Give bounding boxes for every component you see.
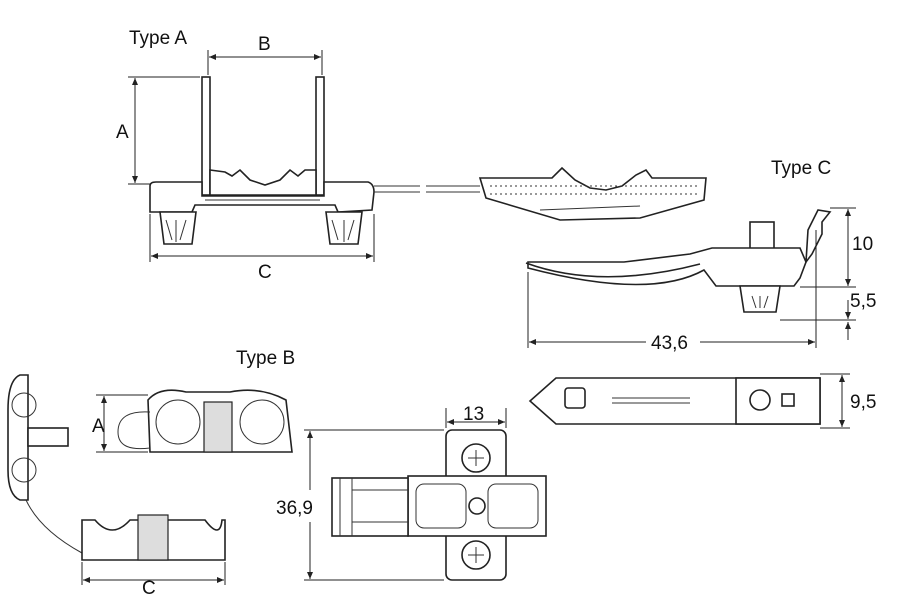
type-c-clip-drawing [525,207,856,429]
type-c-dim-width: 9,5 [850,392,876,413]
type-c-dim-pin: 5,5 [850,291,876,312]
type-a-clip-drawing [128,50,707,262]
type-c-title: Type C [771,158,831,179]
type-b-clip-drawing [7,374,547,585]
type-a-title: Type A [129,28,187,49]
type-a-dim-c: C [258,262,272,283]
type-a-dim-a: A [116,122,129,143]
type-c-dim-length: 43,6 [651,333,688,354]
type-b-dim-a: A [92,416,105,437]
type-b-title: Type B [236,348,295,369]
type-c-dim-height: 10 [852,234,873,255]
type-b-dim-c: C [142,578,156,599]
type-a-dim-b: B [258,34,271,55]
type-b-dim-height: 36,9 [276,498,313,519]
type-b-dim-width: 13 [463,404,484,425]
